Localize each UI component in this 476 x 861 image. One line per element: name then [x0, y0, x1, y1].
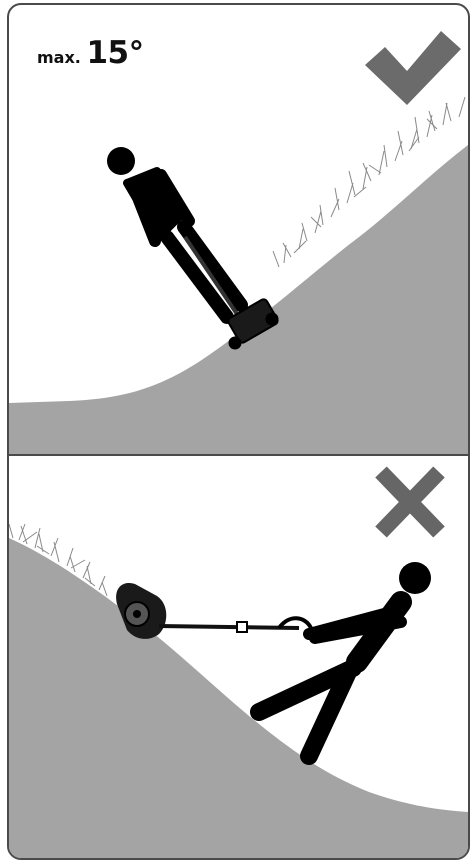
- forbidden-panel: [9, 456, 468, 858]
- mower-wheel-hub: [133, 610, 141, 618]
- forbidden-illustration: [9, 456, 468, 858]
- max-slope-label: max. 15°: [37, 35, 144, 71]
- cross-icon: [381, 472, 439, 532]
- max-slope-prefix: max.: [37, 48, 81, 67]
- mower-figure: [116, 583, 311, 639]
- mower-wheel-rear: [266, 313, 278, 325]
- person-figure: [259, 562, 431, 756]
- person-head: [399, 562, 431, 594]
- check-mark-icon: [365, 31, 461, 105]
- allowed-panel: max. 15°: [9, 5, 468, 454]
- hill-slope: [9, 538, 468, 858]
- instruction-card: max. 15°: [7, 3, 470, 860]
- mower-handle-joint: [237, 622, 247, 632]
- allowed-illustration: [9, 5, 468, 454]
- person-head: [107, 147, 135, 175]
- mower-wheel-front: [229, 337, 241, 349]
- max-slope-value: 15°: [86, 35, 143, 71]
